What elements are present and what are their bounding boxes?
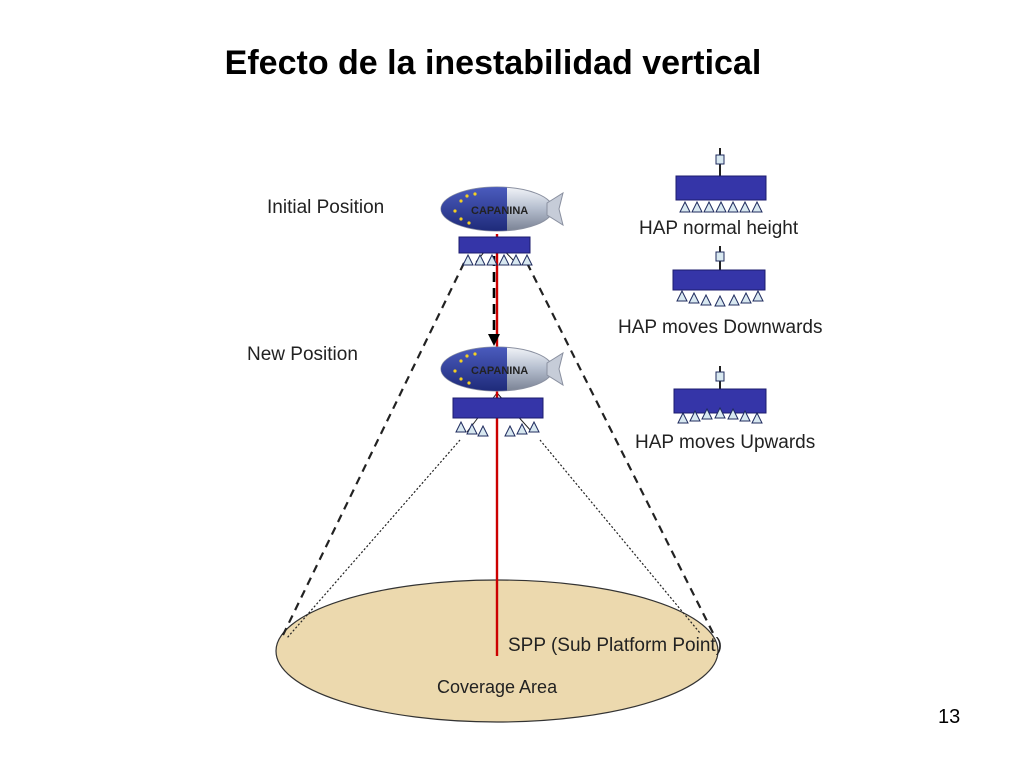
- legend-normal-height-label: HAP normal height: [639, 218, 799, 239]
- spp-label: SPP (Sub Platform Point): [508, 635, 722, 656]
- airship-new-logo: CAPANINA: [471, 365, 528, 377]
- initial-position-label: Initial Position: [267, 197, 384, 218]
- coverage-area-label: Coverage Area: [437, 677, 558, 697]
- airship-initial: CAPANINA: [440, 186, 564, 232]
- legend-upwards-label: HAP moves Upwards: [635, 432, 815, 453]
- airship-initial-logo: CAPANINA: [471, 205, 528, 217]
- page-number: 13: [938, 706, 961, 728]
- new-platform: [452, 397, 544, 419]
- legend-downwards-icon: [672, 246, 766, 307]
- initial-beam-left: [282, 262, 465, 636]
- new-beam-right: [539, 439, 701, 634]
- movement-arrow-head: [488, 334, 500, 346]
- legend-downwards-label: HAP moves Downwards: [618, 317, 823, 338]
- new-position-label: New Position: [247, 344, 358, 365]
- airship-new: CAPANINA: [440, 346, 564, 392]
- legend-upwards-icon: [673, 366, 767, 424]
- slide-title: Efecto de la inestabilidad vertical: [224, 44, 762, 82]
- initial-platform: [458, 236, 531, 254]
- legend-normal-height-icon: [675, 148, 767, 213]
